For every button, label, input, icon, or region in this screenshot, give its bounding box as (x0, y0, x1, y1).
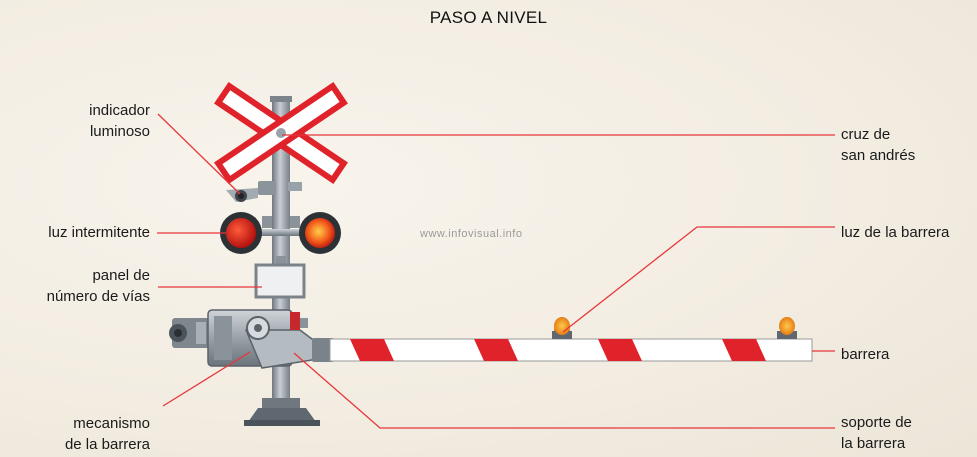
label-panel-numero-vias: panel de número de vías (46, 267, 150, 305)
leader-soporte (293, 352, 835, 429)
label-indicador-luminoso: indicador luminoso (89, 102, 150, 140)
light-indicator (226, 181, 302, 202)
leader-luz-barrera (562, 226, 835, 333)
label-luz-barrera: luz de la barrera (841, 224, 950, 241)
label-barrera: barrera (841, 346, 890, 363)
label-cruz-san-andres: cruz de san andrés (841, 126, 916, 164)
post-base (244, 398, 320, 426)
barrier-arm (329, 338, 813, 362)
label-mecanismo-barrera: mecanismo de la barrera (64, 415, 150, 453)
barrier-light-1 (552, 317, 572, 339)
st-andrews-cross (214, 81, 348, 185)
leader-mecanismo (162, 351, 251, 407)
flashing-light-right (299, 212, 341, 254)
leader-indicador (157, 113, 241, 195)
track-number-panel (254, 256, 306, 299)
watermark: www.infovisual.info (420, 228, 523, 240)
barrier-support-art (312, 338, 334, 362)
post-cap (270, 96, 292, 102)
leader-lines (157, 113, 835, 429)
barrier-light-2 (777, 317, 797, 339)
lights-bracket (236, 229, 326, 236)
barrier-mechanism-art (169, 309, 321, 369)
flashing-light-left (220, 212, 262, 254)
label-luz-intermitente: luz intermitente (48, 224, 150, 241)
label-soporte-barrera: soporte de la barrera (841, 414, 912, 452)
diagram-title: PASO A NIVEL (429, 8, 548, 27)
